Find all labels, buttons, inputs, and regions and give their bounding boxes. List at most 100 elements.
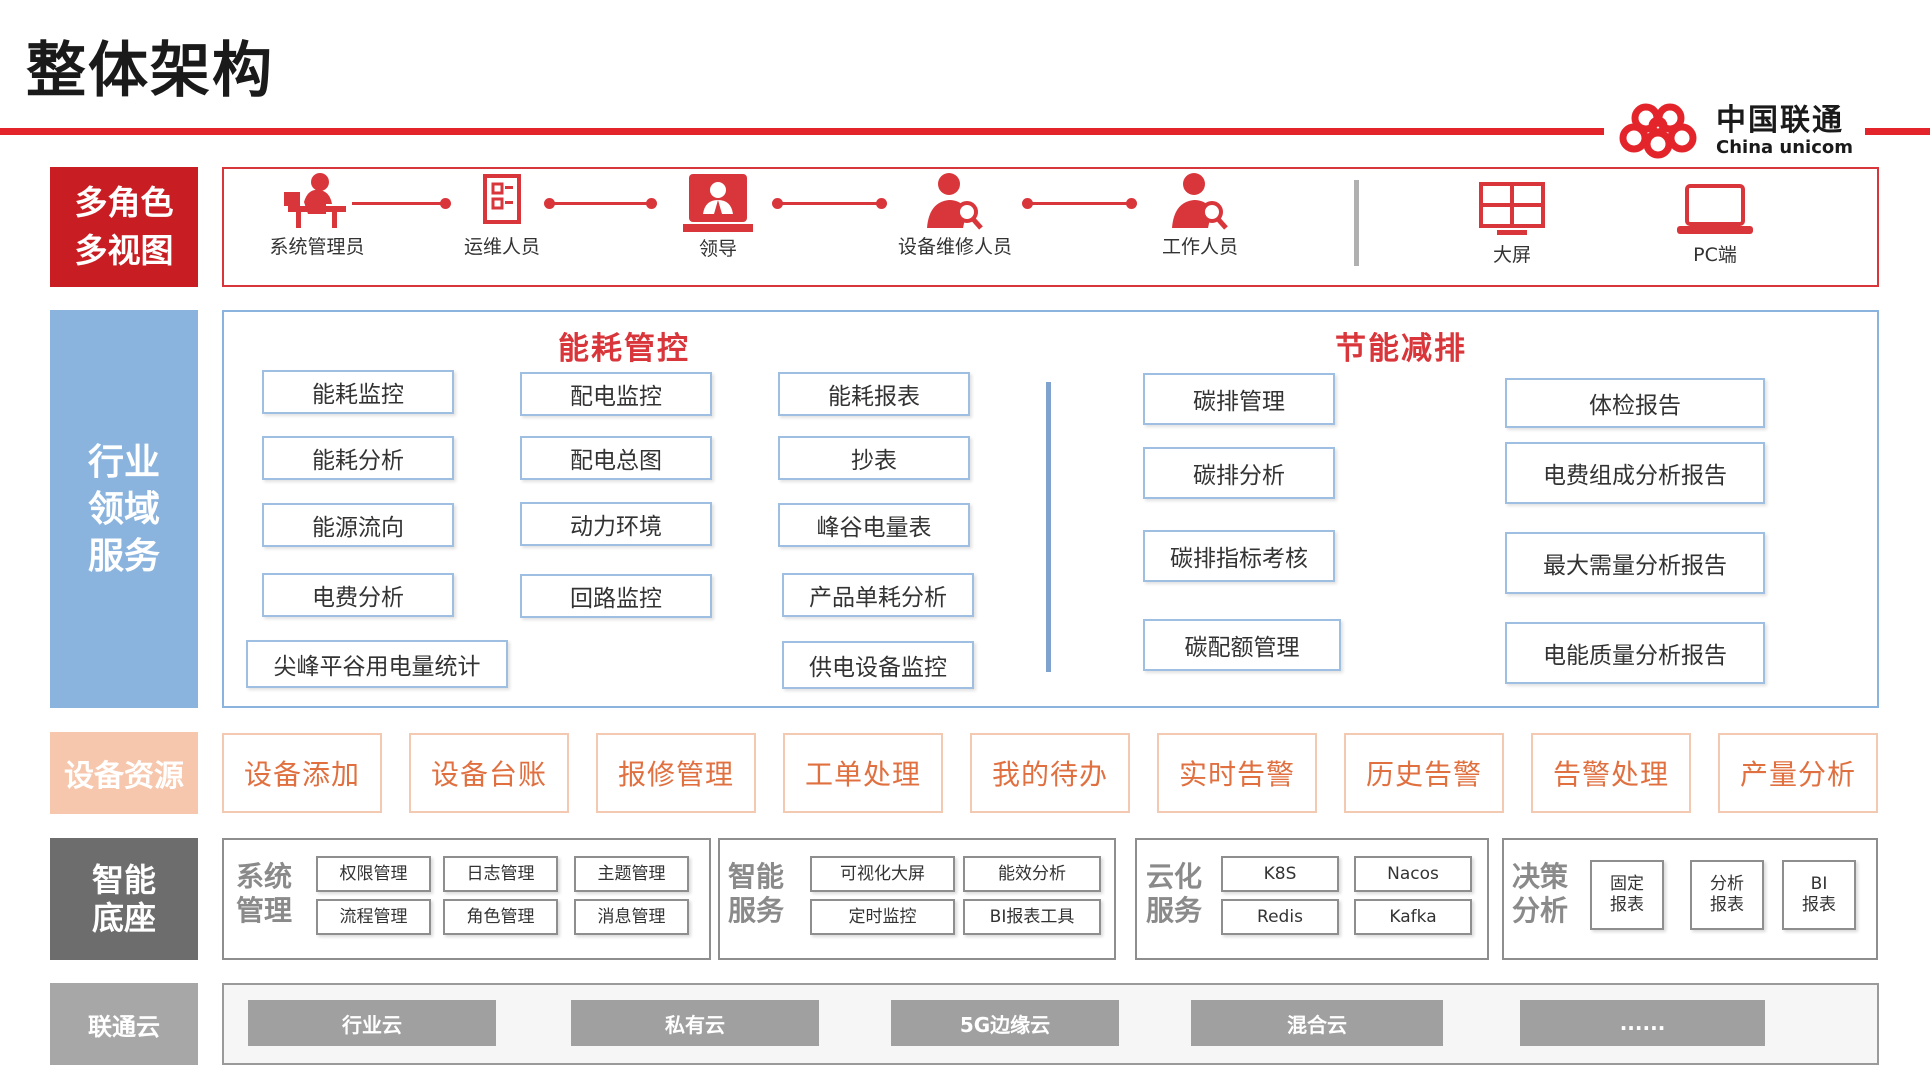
domain-frame [222, 310, 1879, 708]
brand-name-cn: 中国联通 [1716, 103, 1844, 138]
role-label: 系统管理员 [269, 236, 365, 258]
role-label: 设备维修人员 [897, 236, 1012, 258]
base-item[interactable]: Redis [1221, 899, 1339, 935]
cloud-item[interactable]: 私有云 [571, 1000, 819, 1046]
domain-divider [1046, 382, 1051, 672]
base-item[interactable]: 固定 报表 [1590, 860, 1664, 930]
big-screen-icon [1479, 182, 1545, 235]
cloud-item[interactable]: 混合云 [1191, 1000, 1443, 1046]
resource-item[interactable]: 实时告警 [1157, 733, 1317, 813]
base-group-label: 决策 分析 [1511, 860, 1568, 927]
role-connector [352, 202, 444, 205]
screen-big-display[interactable]: 大屏 [1472, 180, 1552, 267]
unicom-knot-icon [1619, 103, 1697, 159]
base-item[interactable]: 消息管理 [574, 899, 689, 935]
resource-item[interactable]: 我的待办 [970, 733, 1130, 813]
role-connector [778, 202, 880, 205]
brand-name-en: China unicom [1716, 137, 1854, 158]
carbon-item[interactable]: 碳配额管理 [1143, 619, 1341, 671]
carbon-item[interactable]: 体检报告 [1505, 378, 1765, 428]
row-label-base: 智能 底座 [50, 838, 198, 960]
role-worker[interactable]: 工作人员 [1150, 170, 1250, 259]
ops-document-icon [483, 174, 521, 224]
base-item[interactable]: Kafka [1354, 899, 1472, 935]
energy-item[interactable]: 能耗监控 [262, 370, 454, 414]
leader-icon [683, 174, 753, 232]
resource-item[interactable]: 设备添加 [222, 733, 382, 813]
energy-item[interactable]: 配电监控 [520, 372, 712, 416]
resource-item[interactable]: 设备台账 [409, 733, 569, 813]
base-item[interactable]: 主题管理 [574, 856, 689, 892]
row-label-views: 多角色 多视图 [50, 167, 198, 287]
role-repair-staff[interactable]: 设备维修人员 [880, 170, 1030, 259]
repair-person-search-icon [927, 173, 983, 230]
carbon-section-title: 节能减排 [1335, 331, 1467, 367]
base-group-label: 云化 服务 [1145, 860, 1202, 927]
energy-item[interactable]: 动力环境 [520, 502, 712, 546]
connector-dot [772, 198, 783, 209]
base-item[interactable]: 能效分析 [963, 856, 1101, 892]
base-group-label: 系统 管理 [235, 860, 292, 927]
connector-dot [646, 198, 657, 209]
base-item[interactable]: BI 报表 [1782, 860, 1856, 930]
laptop-icon [1677, 184, 1753, 234]
row-label-cloud: 联通云 [50, 983, 198, 1065]
connector-dot [1126, 198, 1137, 209]
role-leader[interactable]: 领导 [678, 170, 758, 261]
screen-pc[interactable]: PC端 [1670, 180, 1760, 267]
base-group-label: 智能 服务 [727, 860, 784, 927]
energy-item[interactable]: 能耗分析 [262, 436, 454, 480]
role-label: 工作人员 [1161, 236, 1238, 258]
resource-item[interactable]: 产量分析 [1718, 733, 1878, 813]
resource-item[interactable]: 报修管理 [596, 733, 756, 813]
energy-item[interactable]: 能耗报表 [778, 372, 970, 416]
screen-label: 大屏 [1492, 244, 1531, 266]
energy-item[interactable]: 峰谷电量表 [778, 503, 970, 547]
carbon-item[interactable]: 最大需量分析报告 [1505, 532, 1765, 594]
views-separator [1354, 180, 1359, 266]
base-item[interactable]: 流程管理 [316, 899, 431, 935]
base-item[interactable]: K8S [1221, 856, 1339, 892]
resource-item[interactable]: 工单处理 [783, 733, 943, 813]
energy-item[interactable]: 尖峰平谷用电量统计 [246, 640, 508, 688]
energy-item[interactable]: 抄表 [778, 436, 970, 480]
carbon-item[interactable]: 碳排分析 [1143, 447, 1335, 499]
base-item[interactable]: 角色管理 [443, 899, 558, 935]
base-item[interactable]: 权限管理 [316, 856, 431, 892]
energy-item[interactable]: 配电总图 [520, 436, 712, 480]
carbon-item[interactable]: 电能质量分析报告 [1505, 622, 1765, 684]
cloud-item[interactable]: 5G边缘云 [891, 1000, 1119, 1046]
resource-item[interactable]: 告警处理 [1531, 733, 1691, 813]
cloud-item[interactable]: 行业云 [248, 1000, 496, 1046]
role-label: 运维人员 [463, 236, 540, 258]
role-connector [1028, 202, 1130, 205]
connector-dot [544, 198, 555, 209]
base-item[interactable]: Nacos [1354, 856, 1472, 892]
energy-section-title: 能耗管控 [558, 331, 690, 367]
energy-item[interactable]: 能源流向 [262, 503, 454, 547]
base-item[interactable]: 定时监控 [810, 899, 955, 935]
base-item[interactable]: 日志管理 [443, 856, 558, 892]
page-title: 整体架构 [26, 36, 274, 106]
role-label: 领导 [698, 238, 737, 260]
row-label-resource: 设备资源 [50, 732, 198, 814]
role-ops[interactable]: 运维人员 [452, 170, 552, 259]
views-frame [222, 167, 1879, 287]
base-item[interactable]: BI报表工具 [963, 899, 1101, 935]
admin-desk-icon [284, 173, 346, 228]
connector-dot [876, 198, 887, 209]
connector-dot [1022, 198, 1033, 209]
base-item[interactable]: 分析 报表 [1690, 860, 1764, 930]
energy-item[interactable]: 电费分析 [262, 573, 454, 617]
carbon-item[interactable]: 碳排指标考核 [1143, 530, 1335, 582]
carbon-item[interactable]: 电费组成分析报告 [1505, 442, 1765, 504]
base-item[interactable]: 可视化大屏 [810, 856, 955, 892]
energy-item[interactable]: 产品单耗分析 [782, 573, 974, 617]
resource-item[interactable]: 历史告警 [1344, 733, 1504, 813]
energy-item[interactable]: 回路监控 [520, 574, 712, 618]
cloud-item[interactable]: ...... [1520, 1000, 1765, 1046]
energy-item[interactable]: 供电设备监控 [782, 641, 974, 689]
carbon-item[interactable]: 碳排管理 [1143, 373, 1335, 425]
connector-dot [440, 198, 451, 209]
role-system-admin[interactable]: 系统管理员 [262, 170, 372, 259]
